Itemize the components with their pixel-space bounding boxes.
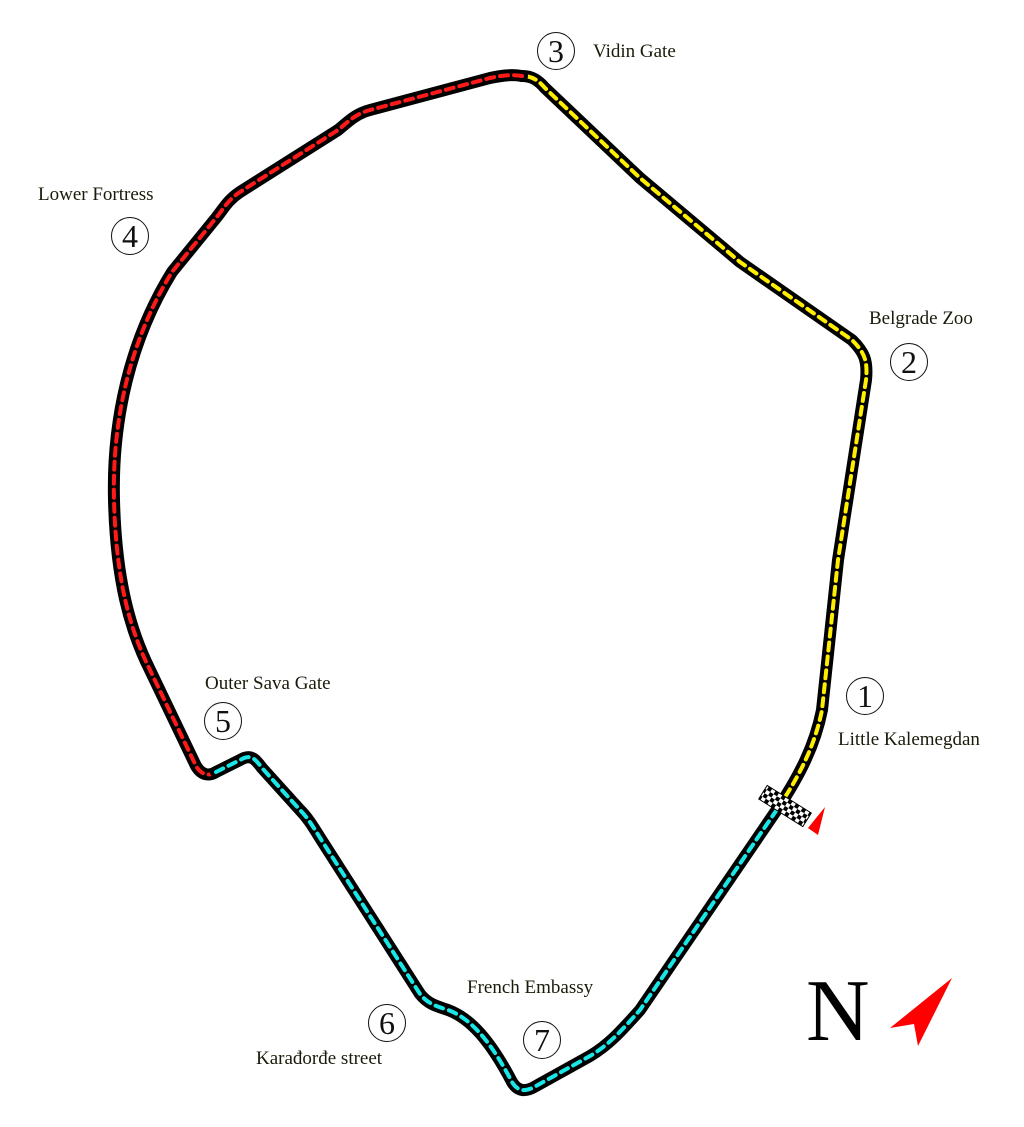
corner-4-marker: 4 [111,217,149,255]
checkered-flag-icon [758,784,812,828]
sector-3-track [210,751,784,1097]
compass-north-label: N [806,963,870,1060]
north-arrow-icon [890,978,952,1046]
corner-5-label: Outer Sava Gate [205,673,331,694]
corner-1-label: Little Kalemegdan [838,729,980,750]
sector-2-track [107,69,528,781]
sector-1-line [520,74,869,810]
corner-3-label: Vidin Gate [593,41,676,62]
corner-1-marker: 1 [846,677,884,715]
corner-4-label: Lower Fortress [38,184,154,205]
corner-6-marker: 6 [368,1004,406,1042]
corner-7-label: French Embassy [467,977,594,998]
corner-2-marker: 2 [890,343,928,381]
sector-3-line [214,755,780,1093]
sector-2-line [111,73,524,777]
corner-7-marker: 7 [523,1021,561,1059]
corner-3-marker: 3 [537,32,575,70]
direction-arrow-icon [808,807,825,835]
corner-6-label: Karađorđe street [256,1048,383,1069]
corner-5-marker: 5 [204,702,242,740]
sector-1-track [516,70,873,814]
corner-2-label: Belgrade Zoo [869,308,973,329]
